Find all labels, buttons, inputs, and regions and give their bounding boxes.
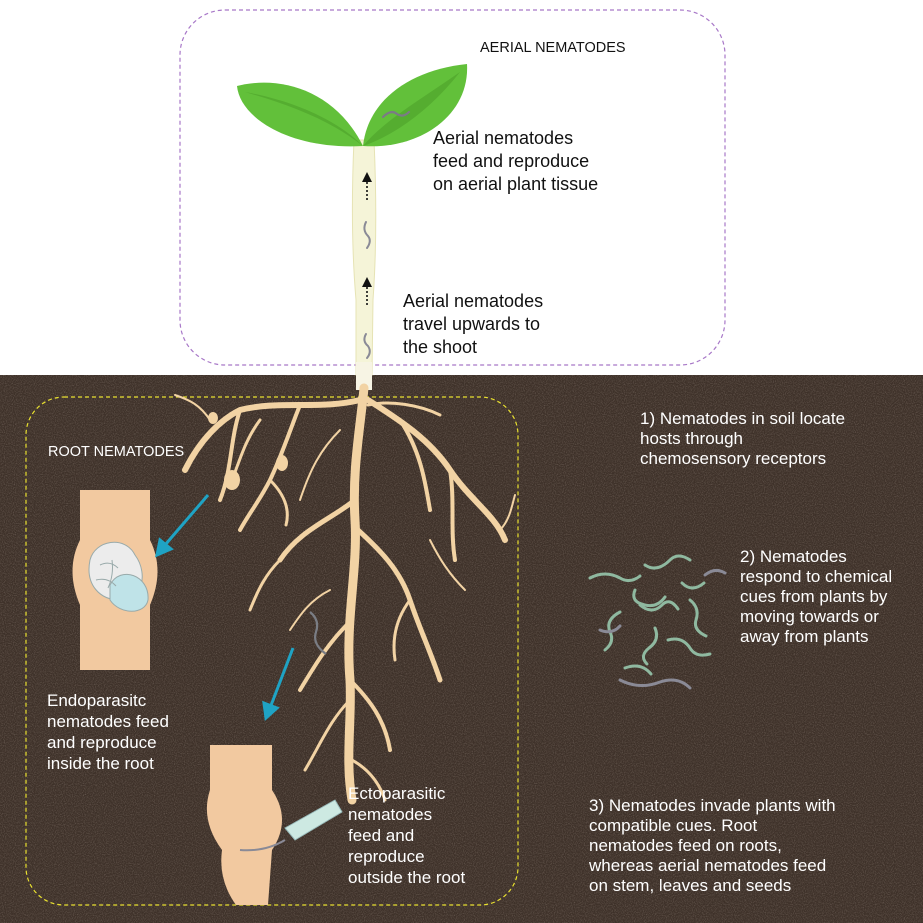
ectoparasite-label: Ectoparasitic nematodes feed and reprodu… [348, 783, 465, 888]
root-title: ROOT NEMATODES [48, 443, 184, 461]
aerial-travel-label: Aerial nematodes travel upwards to the s… [403, 290, 543, 359]
endoparasite-illustration [73, 490, 158, 670]
step-3-label: 3) Nematodes invade plants with compatib… [589, 796, 836, 896]
endoparasite-label: Endoparasitc nematodes feed and reproduc… [47, 690, 169, 774]
step-2-label: 2) Nematodes respond to chemical cues fr… [740, 547, 892, 647]
stem [352, 140, 375, 390]
aerial-title: AERIAL NEMATODES [480, 39, 626, 57]
aerial-feed-label: Aerial nematodes feed and reproduce on a… [433, 127, 598, 196]
step-1-label: 1) Nematodes in soil locate hosts throug… [640, 409, 845, 469]
